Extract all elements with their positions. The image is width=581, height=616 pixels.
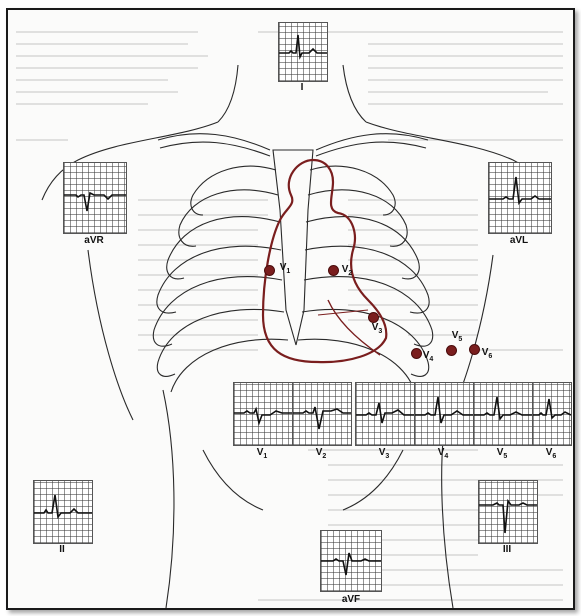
lead-label-aVF: aVF [333, 594, 369, 605]
electrode-label-v4: V4 [419, 350, 437, 363]
ecg-trace-lead-aVR [64, 163, 126, 233]
left-waist-outline [163, 390, 174, 608]
right-clavicle [316, 134, 428, 156]
electrode-label-v6: V6 [478, 347, 496, 360]
ecg-trace-v6 [533, 383, 571, 445]
strip-label-v5: V5 [492, 447, 512, 460]
electrode-v5 [446, 345, 457, 356]
sternum [273, 150, 313, 345]
strip-label-v6: V6 [541, 447, 561, 460]
ecg-trace-v4 [415, 383, 473, 445]
ecg-strip-lead-I [278, 22, 328, 82]
abdomen-curve-right [343, 450, 403, 510]
electrode-label-v2: V2 [338, 264, 356, 277]
electrode-label-v1: V1 [276, 262, 294, 275]
ecg-trace-v5 [474, 383, 532, 445]
ecg-strip-v3 [355, 382, 415, 446]
lead-label-I: I [292, 82, 312, 93]
ecg-strip-v2 [292, 382, 352, 446]
electrode-label-v5: V5 [448, 330, 466, 343]
strip-label-v2: V2 [311, 447, 331, 460]
ecg-trace-lead-II [34, 481, 92, 543]
ecg-trace-lead-I [279, 23, 327, 81]
ecg-strip-v4 [414, 382, 474, 446]
left-clavicle [158, 134, 270, 156]
rib-right-6 [302, 309, 429, 376]
strip-label-v1: V1 [252, 447, 272, 460]
ecg-strip-lead-aVF [320, 530, 382, 592]
strip-label-v3: V3 [374, 447, 394, 460]
rib-right-5 [304, 277, 433, 347]
figure-frame: I aVR aVL II III [6, 8, 575, 610]
ecg-strip-lead-aVR [63, 162, 127, 234]
rib-left-6 [157, 309, 284, 376]
leader-line-v3 [318, 310, 368, 315]
electrode-v1 [264, 265, 275, 276]
ecg-trace-v1 [234, 383, 292, 445]
lead-label-III: III [493, 544, 521, 555]
ecg-strip-lead-III [478, 480, 538, 544]
ecg-trace-v3 [356, 383, 414, 445]
ecg-strip-v1 [233, 382, 293, 446]
lead-label-aVL: aVL [493, 235, 545, 246]
ecg-trace-lead-aVL [489, 163, 551, 233]
strip-label-v4: V4 [433, 447, 453, 460]
ecg-trace-lead-III [479, 481, 537, 543]
lead-label-II: II [48, 544, 76, 555]
left-arm-line [88, 250, 133, 420]
ecg-trace-lead-aVF [321, 531, 381, 591]
ecg-trace-v2 [293, 383, 351, 445]
electrode-label-v3: V3 [368, 322, 386, 335]
lead-label-aVR: aVR [68, 235, 120, 246]
ecg-strip-lead-II [33, 480, 93, 544]
ecg-strip-v5 [473, 382, 533, 446]
ecg-strip-v6 [532, 382, 572, 446]
ecg-strip-lead-aVL [488, 162, 552, 234]
neck-right-outline [343, 65, 366, 122]
neck-left-outline [218, 65, 238, 122]
